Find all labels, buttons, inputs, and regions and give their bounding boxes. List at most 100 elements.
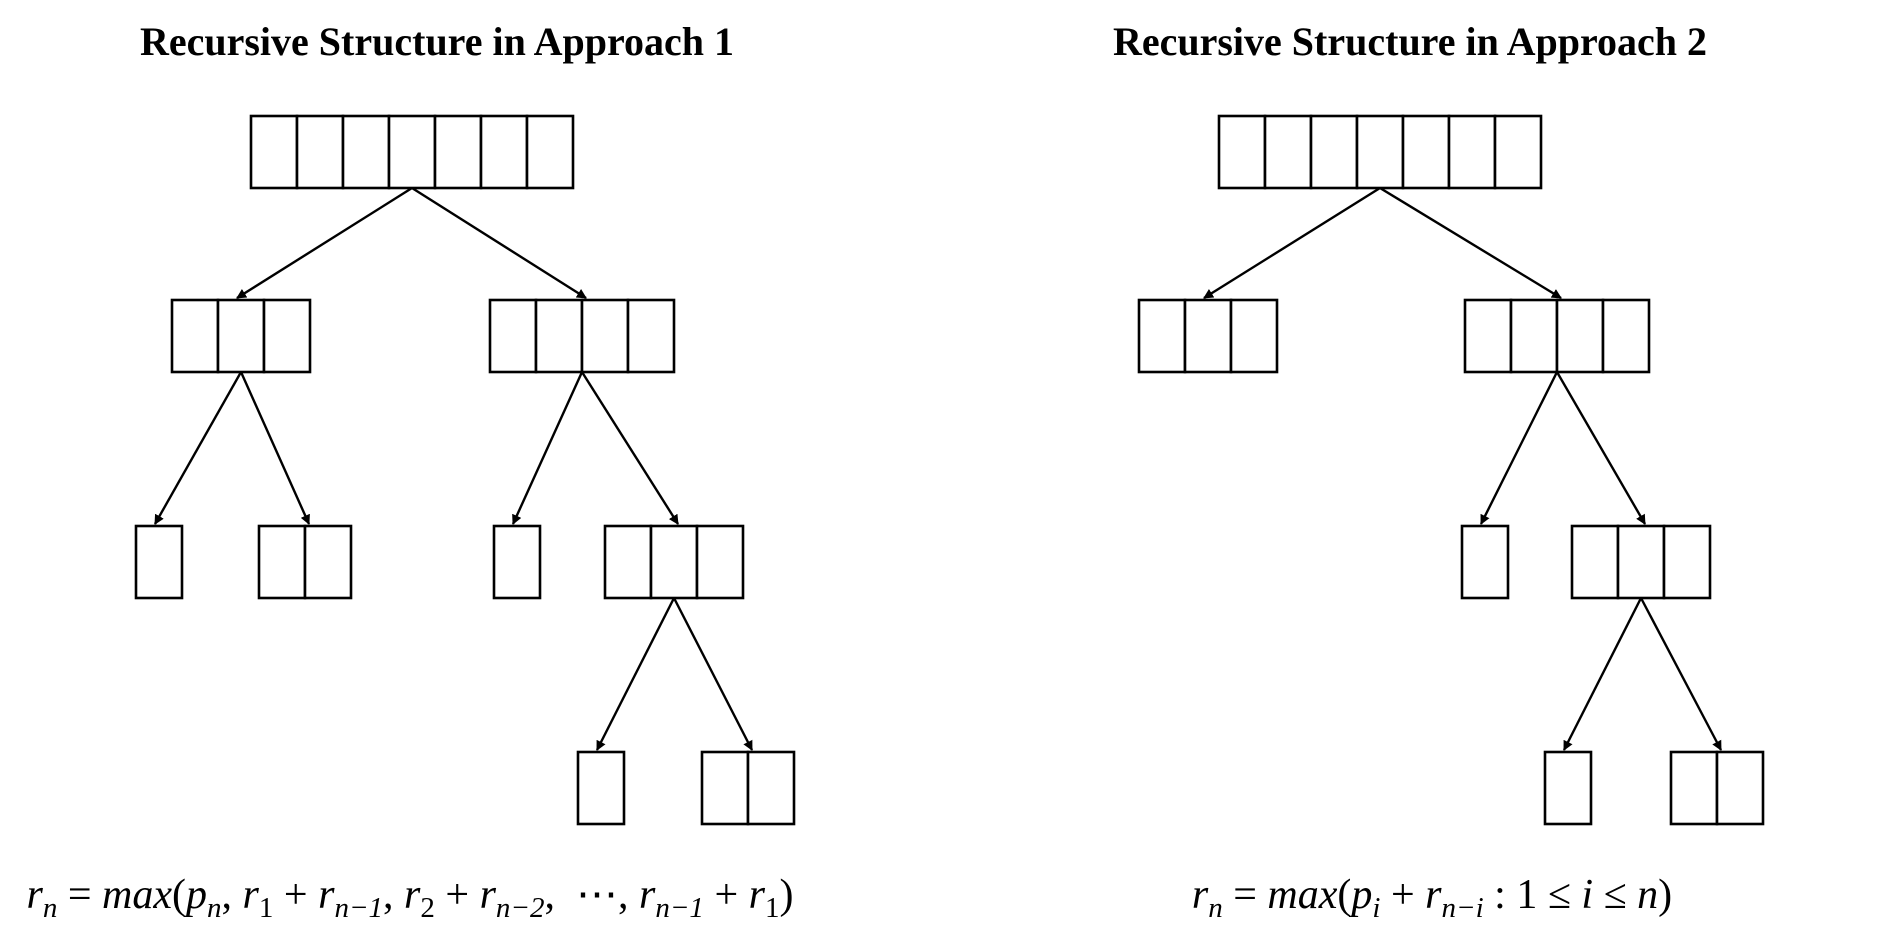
- formula-term: ,: [383, 872, 404, 918]
- split-arrow: [580, 371, 680, 525]
- split-arrow: [1479, 371, 1559, 525]
- formula-term: +: [435, 872, 480, 918]
- rod-segment-cell: [1447, 114, 1497, 190]
- formula-subscript: 1: [259, 892, 274, 924]
- tree-node-7-cells: [1217, 114, 1543, 190]
- formula-term: +: [1380, 872, 1425, 918]
- rod-segment-cell: [746, 750, 796, 826]
- formula-term: r: [749, 872, 766, 918]
- formula-term: (: [172, 872, 186, 918]
- split-arrow: [511, 371, 584, 525]
- formula-subscript: i: [1372, 892, 1380, 924]
- formula-term: : 1 ≤: [1484, 872, 1582, 918]
- formula-term: =: [57, 872, 102, 918]
- formula-term: p: [1348, 872, 1372, 918]
- split-arrow: [1639, 597, 1723, 751]
- split-arrow: [595, 597, 676, 751]
- tree-node-2-cells: [1669, 750, 1765, 826]
- rod-segment-cell: [341, 114, 391, 190]
- formula-subscript: n−i: [1442, 892, 1484, 924]
- rod-segment-cell: [257, 524, 307, 600]
- tree-node-2-cells: [700, 750, 796, 826]
- rod-segment-cell: [626, 298, 676, 374]
- tree-node-3-cells: [603, 524, 745, 600]
- formula-term: =: [1223, 872, 1268, 918]
- rod-segment-cell: [249, 114, 299, 190]
- tree-node-3-cells: [170, 298, 312, 374]
- rod-segment-cell: [216, 298, 266, 374]
- rod-segment-cell: [1137, 298, 1187, 374]
- tree-node-1-cells: [576, 750, 626, 826]
- rod-segment-cell: [488, 298, 538, 374]
- split-arrow: [672, 597, 754, 751]
- tree-node-4-cells: [1463, 298, 1651, 374]
- rod-segment-cell: [649, 524, 699, 600]
- formula-term: (: [1337, 872, 1351, 918]
- formula-subscript: n−2: [496, 892, 545, 924]
- rod-segment-cell: [134, 524, 184, 600]
- formula-term: ≤: [1593, 872, 1637, 918]
- rod-segment-cell: [1309, 114, 1359, 190]
- recurrence-formula-approach-2: rn = max(pi + rn−i : 1 ≤ i ≤ n): [1192, 872, 1672, 924]
- rod-segment-cell: [262, 298, 312, 374]
- formula-term: , ⋯,: [545, 872, 640, 918]
- formula-term: n: [1637, 872, 1658, 918]
- formula-term: max: [1267, 872, 1337, 918]
- tree-node-1-cells: [1543, 750, 1593, 826]
- rod-segment-cell: [695, 524, 745, 600]
- rod-segment-cell: [576, 750, 626, 826]
- split-arrow: [236, 186, 413, 300]
- formula-subscript: 1: [765, 892, 780, 924]
- rod-segment-cell: [1460, 524, 1510, 600]
- formula-term: r: [1425, 872, 1442, 918]
- rod-segment-cell: [479, 114, 529, 190]
- rod-segment-cell: [700, 750, 750, 826]
- rod-segment-cell: [1662, 524, 1712, 600]
- formula-term: ): [779, 872, 793, 918]
- formula-subscript: 2: [420, 892, 435, 924]
- split-arrow: [239, 371, 311, 525]
- formula-term: r: [480, 872, 497, 918]
- formula-subscript: n: [207, 892, 222, 924]
- split-arrow: [153, 371, 243, 525]
- formula-term: r: [243, 872, 260, 918]
- rod-segment-cell: [492, 524, 542, 600]
- recursion-tree-approach-2: [1137, 114, 1765, 826]
- rod-segment-cell: [1570, 524, 1620, 600]
- rod-segment-cell: [1355, 114, 1405, 190]
- formula-term: p: [183, 872, 207, 918]
- formula-term: ): [1658, 872, 1672, 918]
- formula-subscript: n−1: [655, 892, 704, 924]
- rod-segment-cell: [1555, 298, 1605, 374]
- split-arrow: [1555, 371, 1647, 525]
- split-arrow: [1562, 597, 1643, 751]
- rod-segment-cell: [1509, 298, 1559, 374]
- panel-approach-2: Recursive Structure in Approach 2 rn = m…: [1113, 19, 1765, 924]
- formula-term: r: [639, 872, 656, 918]
- rod-segment-cell: [1183, 298, 1233, 374]
- rod-segment-cell: [580, 298, 630, 374]
- tree-node-2-cells: [257, 524, 353, 600]
- formula-term: r: [1192, 872, 1209, 918]
- formula-term: i: [1581, 872, 1593, 918]
- rod-segment-cell: [1217, 114, 1267, 190]
- rod-segment-cell: [170, 298, 220, 374]
- panel-title-approach-1: Recursive Structure in Approach 1: [140, 19, 734, 64]
- rod-segment-cell: [1263, 114, 1313, 190]
- rod-segment-cell: [603, 524, 653, 600]
- rod-segment-cell: [1669, 750, 1719, 826]
- tree-node-1-cells: [1460, 524, 1510, 600]
- formula-term: max: [102, 872, 172, 918]
- tree-node-3-cells: [1137, 298, 1279, 374]
- tree-node-4-cells: [488, 298, 676, 374]
- recursion-tree-approach-1: [134, 114, 796, 826]
- rod-segment-cell: [1229, 298, 1279, 374]
- rod-segment-cell: [1601, 298, 1651, 374]
- rod-segment-cell: [1715, 750, 1765, 826]
- rod-segment-cell: [387, 114, 437, 190]
- formula-term: +: [273, 872, 318, 918]
- formula-subscript: n: [1208, 892, 1223, 924]
- split-arrow: [1203, 186, 1381, 300]
- formula-term: ,: [222, 872, 243, 918]
